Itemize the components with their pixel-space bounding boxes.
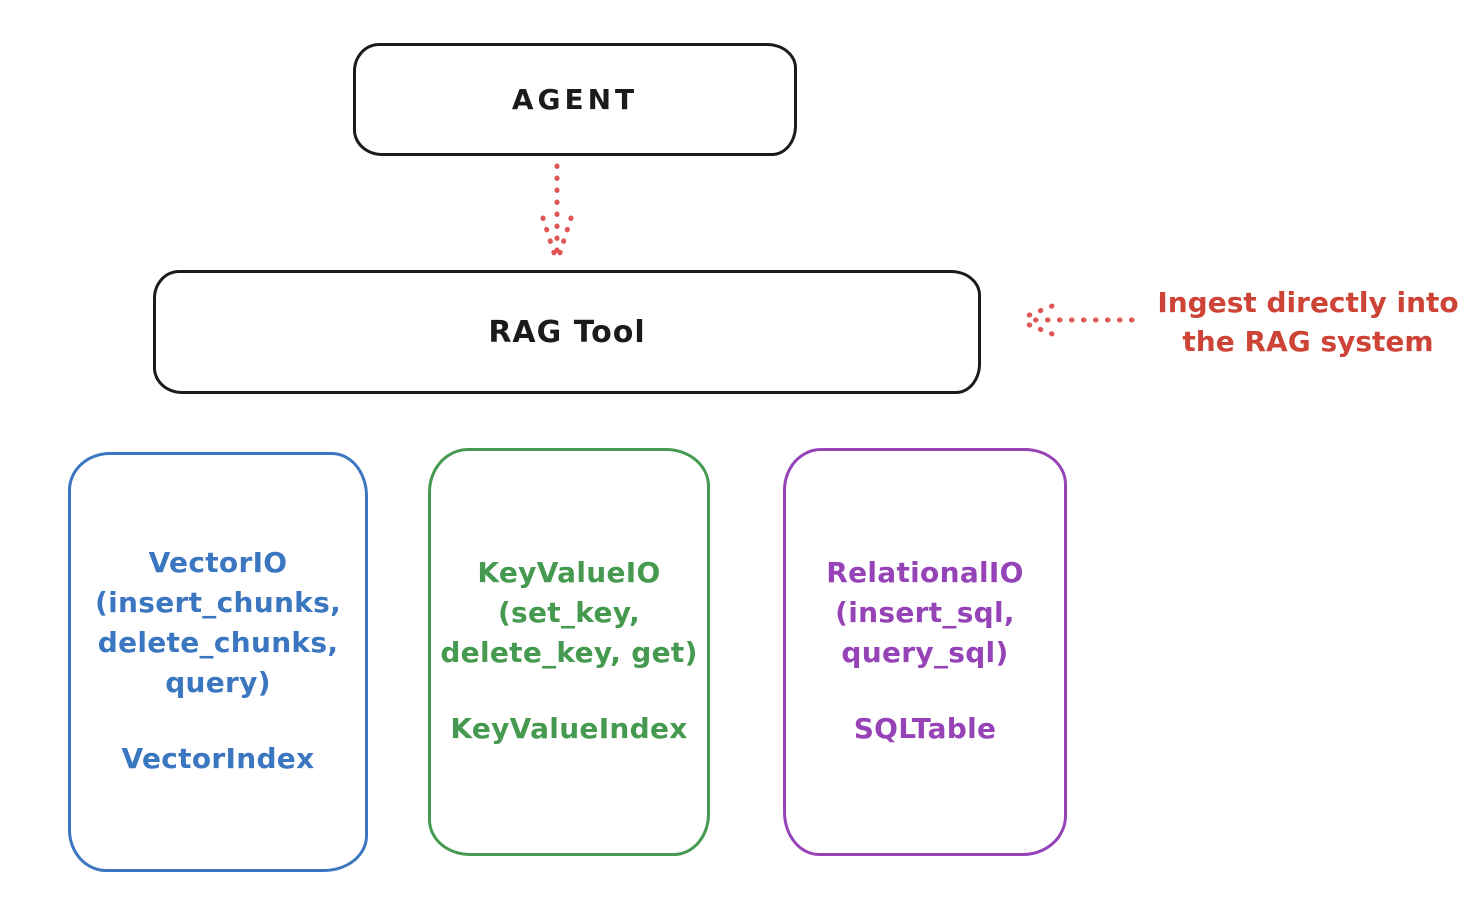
ingest-annotation-line-2: the RAG system (1182, 325, 1434, 358)
keyvalue-io-node: KeyValueIO (set_key, delete_key, get) Ke… (428, 448, 710, 856)
vector-io-methods-line-2: delete_chunks, (97, 626, 339, 659)
keyvalue-io-methods-line-2: delete_key, get) (440, 636, 698, 669)
relational-io-methods-line-1: (insert_sql, (835, 596, 1015, 629)
rag-tool-node: RAG Tool (153, 270, 981, 394)
keyvalue-index-label: KeyValueIndex (450, 712, 688, 745)
vector-io-title: VectorIO (148, 546, 288, 579)
sql-table-label: SQLTable (853, 712, 997, 745)
agent-to-ragtool-arrow (540, 163, 574, 263)
relational-io-methods-line-2: query_sql) (841, 636, 1009, 669)
relational-io-title: RelationalIO (826, 556, 1024, 589)
vector-io-methods-line-3: query) (165, 666, 271, 699)
vector-io-node: VectorIO (insert_chunks, delete_chunks, … (68, 452, 368, 872)
vector-index-label: VectorIndex (121, 742, 315, 775)
agent-node: AGENT (353, 43, 797, 156)
keyvalue-io-methods-line-1: (set_key, (497, 596, 641, 629)
rag-tool-label: RAG Tool (488, 314, 646, 350)
ingest-annotation-arrow (1019, 303, 1135, 337)
relational-io-node: RelationalIO (insert_sql, query_sql) SQL… (783, 448, 1067, 856)
ingest-annotation-line-1: Ingest directly into (1157, 286, 1459, 319)
ingest-annotation: Ingest directly into the RAG system (1140, 283, 1476, 361)
keyvalue-io-title: KeyValueIO (477, 556, 661, 589)
vector-io-methods-line-1: (insert_chunks, (95, 586, 341, 619)
agent-label: AGENT (511, 83, 639, 116)
